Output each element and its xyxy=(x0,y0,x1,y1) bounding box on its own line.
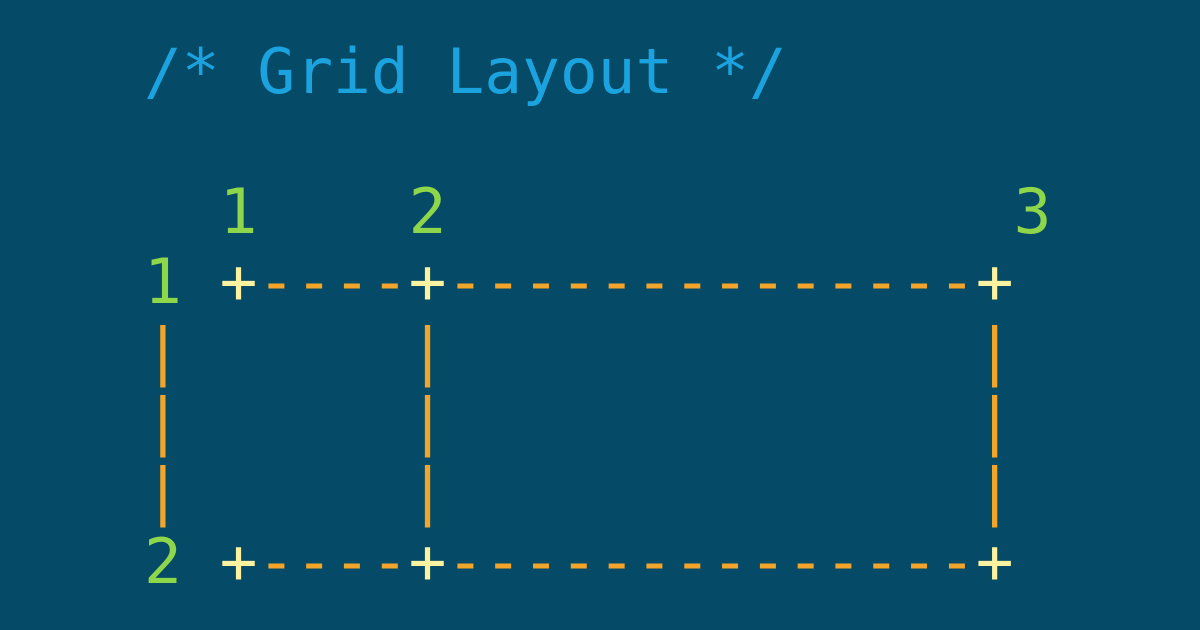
grid-line-vertical: | xyxy=(975,315,1014,388)
grid-line-vertical: | xyxy=(975,455,1014,528)
grid-cell-row: | | | xyxy=(144,317,1051,387)
grid-intersection: + xyxy=(408,525,447,598)
grid-line-vertical: | xyxy=(408,315,447,388)
grid-intersection: + xyxy=(975,245,1014,318)
spacer xyxy=(182,525,220,598)
spacer xyxy=(182,315,409,388)
spacer xyxy=(182,245,220,318)
column-line-label-3: 3 xyxy=(1013,175,1052,248)
spacer xyxy=(446,455,975,528)
row-line-2: 2 +----+--------------+ xyxy=(144,527,1051,597)
grid-line-vertical: | xyxy=(144,455,182,528)
column-line-labels: 1 2 3 xyxy=(144,175,1052,248)
grid-intersection: + xyxy=(219,525,258,598)
row-line-1: 1 +----+--------------+ xyxy=(144,247,1051,317)
spacer xyxy=(446,315,975,388)
column-labels-indent xyxy=(144,175,220,248)
grid-cell-row: | | | xyxy=(144,387,1051,457)
spacer xyxy=(446,385,975,458)
grid-line-horizontal: ---- xyxy=(257,245,409,318)
row-line-label-1: 1 xyxy=(144,245,182,318)
grid-line-vertical: | xyxy=(408,385,447,458)
spacer xyxy=(182,385,409,458)
column-labels-gap xyxy=(446,175,1013,248)
column-line-label-1: 1 xyxy=(219,175,258,248)
column-line-label-2: 2 xyxy=(408,175,447,248)
grid-cell-row: | | | xyxy=(144,457,1051,527)
grid-line-vertical: | xyxy=(144,315,182,388)
grid-line-horizontal: -------------- xyxy=(446,245,976,318)
spacer xyxy=(182,455,409,528)
row-line-label-2: 2 xyxy=(144,525,182,598)
grid-line-vertical: | xyxy=(408,455,447,528)
grid-line-vertical: | xyxy=(975,385,1014,458)
grid-line-horizontal: -------------- xyxy=(446,525,976,598)
title-line: /* Grid Layout */ xyxy=(144,37,1051,107)
grid-line-horizontal: ---- xyxy=(257,525,409,598)
title-comment: /* Grid Layout */ xyxy=(144,35,787,108)
grid-line-vertical: | xyxy=(144,385,182,458)
grid-intersection: + xyxy=(219,245,258,318)
column-labels-gap xyxy=(257,175,408,248)
grid-intersection: + xyxy=(408,245,447,318)
blank-line xyxy=(144,107,1051,177)
grid-intersection: + xyxy=(975,525,1014,598)
